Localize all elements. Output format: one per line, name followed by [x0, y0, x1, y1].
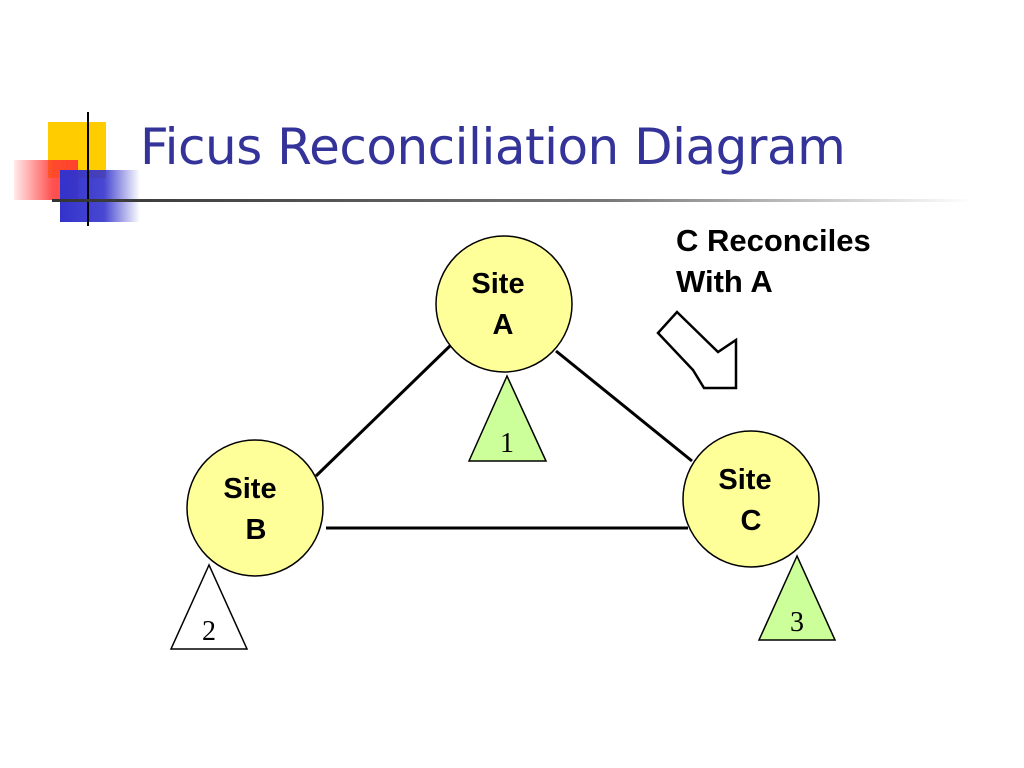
- slide-title: Ficus Reconciliation Diagram: [140, 118, 846, 176]
- triangle-shape: [757, 554, 837, 641]
- hollow-down-right-arrow-icon: [656, 310, 738, 390]
- title-underline: [52, 199, 972, 202]
- deco-blue-square: [60, 170, 140, 222]
- site-circle: [435, 235, 573, 373]
- site-label-line1: Site: [223, 473, 276, 505]
- triangle-site-b: 2: [169, 563, 249, 650]
- site-label-line1: Site: [471, 268, 524, 300]
- callout-text: C Reconciles With A: [676, 220, 871, 302]
- site-a-node: Site A: [435, 235, 573, 373]
- triangle-site-c: 3: [757, 554, 837, 641]
- site-label-line1: Site: [718, 464, 771, 496]
- callout-line1: C Reconciles: [676, 223, 871, 258]
- site-b-node: Site B: [186, 439, 324, 577]
- triangle-site-a: 1: [467, 374, 548, 462]
- site-label-line2: C: [741, 505, 762, 537]
- triangle-label: 3: [790, 607, 804, 638]
- triangle-shape: [169, 563, 249, 650]
- site-c-node: Site C: [682, 430, 820, 568]
- triangle-shape: [467, 374, 548, 462]
- site-circle: [186, 439, 324, 577]
- triangle-label: 1: [500, 428, 514, 459]
- callout-line2: With A: [676, 264, 773, 299]
- edge-a-b: [314, 341, 455, 478]
- edge-a-c: [555, 349, 693, 463]
- triangle-label: 2: [202, 616, 216, 647]
- corner-decoration: [14, 112, 140, 226]
- site-circle: [682, 430, 820, 568]
- site-label-line2: B: [246, 514, 267, 546]
- site-label-line2: A: [493, 309, 514, 341]
